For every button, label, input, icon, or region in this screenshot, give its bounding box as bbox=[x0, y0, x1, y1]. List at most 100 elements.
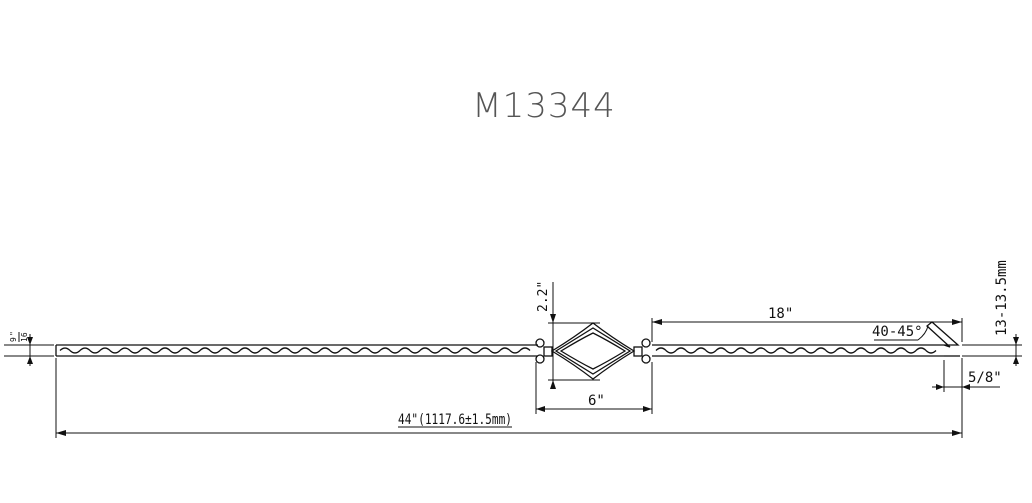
twist-segment bbox=[109, 350, 121, 354]
twist-segment bbox=[449, 350, 461, 354]
twist-segment bbox=[705, 350, 717, 354]
twist-segment bbox=[379, 347, 391, 351]
twist-segment bbox=[815, 347, 827, 351]
twist-segment bbox=[675, 347, 687, 351]
twist-segment bbox=[429, 350, 441, 354]
twist-segment bbox=[439, 347, 451, 351]
twist-segment bbox=[149, 350, 161, 354]
twist-segment bbox=[119, 347, 131, 351]
twist-segment bbox=[319, 347, 331, 351]
twist-segment bbox=[99, 347, 111, 351]
twist-segment bbox=[655, 347, 667, 351]
thickness-inch-mark: " bbox=[9, 331, 18, 336]
twist-segment bbox=[89, 350, 101, 354]
twist-segment bbox=[725, 350, 737, 354]
overall-length-label: 44"(1117.6±1.5mm) bbox=[398, 412, 512, 428]
twist-segment bbox=[329, 350, 341, 354]
twist-segment bbox=[915, 347, 927, 351]
right-bar bbox=[652, 321, 960, 357]
thickness-denominator: 16 bbox=[20, 332, 29, 342]
twist-segment bbox=[229, 350, 241, 354]
twist-segment bbox=[855, 347, 867, 351]
twist-segment bbox=[905, 350, 917, 354]
twist-segment bbox=[875, 347, 887, 351]
twist-segment bbox=[865, 350, 877, 354]
twist-segment bbox=[59, 347, 71, 351]
twist-segment bbox=[279, 347, 291, 351]
twist-segment bbox=[745, 350, 757, 354]
bend-leg-label: 5/8" bbox=[968, 370, 1002, 386]
twist-segment bbox=[785, 350, 797, 354]
twist-segment bbox=[775, 347, 787, 351]
twist-segment bbox=[369, 350, 381, 354]
twist-segment bbox=[409, 350, 421, 354]
twist-segment bbox=[249, 350, 261, 354]
twist-segment bbox=[179, 347, 191, 351]
twist-segment bbox=[489, 350, 501, 354]
left-bar bbox=[55, 344, 538, 357]
twist-segment bbox=[499, 347, 511, 351]
center-height-dimension: 2.2" bbox=[536, 281, 600, 389]
twist-segment bbox=[259, 347, 271, 351]
twist-pattern bbox=[655, 347, 937, 354]
twist-segment bbox=[139, 347, 151, 351]
center-height-label: 2.2" bbox=[536, 281, 551, 312]
twist-segment bbox=[469, 350, 481, 354]
thickness-dimension: 9 " 16 bbox=[4, 331, 54, 366]
bar-size-dimension: 13-13.5mm bbox=[962, 260, 1022, 366]
center-width-label: 6" bbox=[588, 393, 605, 409]
twist-segment bbox=[209, 350, 221, 354]
twist-segment bbox=[299, 347, 311, 351]
twist-segment bbox=[169, 350, 181, 354]
twist-segment bbox=[665, 350, 677, 354]
thickness-numerator: 9 bbox=[9, 337, 18, 342]
twist-segment bbox=[199, 347, 211, 351]
center-diamond-ornament bbox=[535, 322, 651, 380]
twist-segment bbox=[845, 350, 857, 354]
bend-angle-dimension: 40-45° bbox=[872, 324, 929, 341]
right-length-label: 18" bbox=[768, 306, 793, 322]
twist-segment bbox=[835, 347, 847, 351]
twist-segment bbox=[309, 350, 321, 354]
twist-segment bbox=[479, 347, 491, 351]
twist-segment bbox=[289, 350, 301, 354]
overall-length-dimension: 44"(1117.6±1.5mm) bbox=[55, 358, 963, 438]
twist-segment bbox=[805, 350, 817, 354]
twist-segment bbox=[219, 347, 231, 351]
twist-segment bbox=[189, 350, 201, 354]
twist-pattern bbox=[59, 347, 531, 354]
bend-angle-label: 40-45° bbox=[872, 324, 923, 340]
twist-segment bbox=[509, 350, 521, 354]
twist-segment bbox=[399, 347, 411, 351]
twist-segment bbox=[79, 347, 91, 351]
twist-segment bbox=[519, 347, 531, 351]
twist-segment bbox=[895, 347, 907, 351]
twist-segment bbox=[735, 347, 747, 351]
twist-segment bbox=[459, 347, 471, 351]
twist-segment bbox=[755, 347, 767, 351]
twist-segment bbox=[349, 350, 361, 354]
twist-segment bbox=[685, 350, 697, 354]
bend-leg-dimension: 5/8" bbox=[932, 360, 1002, 392]
bar-size-label: 13-13.5mm bbox=[994, 260, 1010, 336]
twist-segment bbox=[269, 350, 281, 354]
twist-segment bbox=[795, 347, 807, 351]
part-number: M13344 bbox=[472, 86, 616, 126]
twist-segment bbox=[765, 350, 777, 354]
twist-segment bbox=[159, 347, 171, 351]
twist-segment bbox=[825, 350, 837, 354]
twist-segment bbox=[359, 347, 371, 351]
twist-segment bbox=[69, 350, 81, 354]
twist-segment bbox=[129, 350, 141, 354]
center-width-dimension: 6" bbox=[535, 362, 653, 414]
twist-segment bbox=[389, 350, 401, 354]
twist-segment bbox=[419, 347, 431, 351]
twist-segment bbox=[925, 350, 937, 354]
right-length-dimension: 18" bbox=[651, 306, 963, 342]
twist-segment bbox=[715, 347, 727, 351]
twist-segment bbox=[695, 347, 707, 351]
twist-segment bbox=[339, 347, 351, 351]
twist-segment bbox=[885, 350, 897, 354]
twist-segment bbox=[239, 347, 251, 351]
